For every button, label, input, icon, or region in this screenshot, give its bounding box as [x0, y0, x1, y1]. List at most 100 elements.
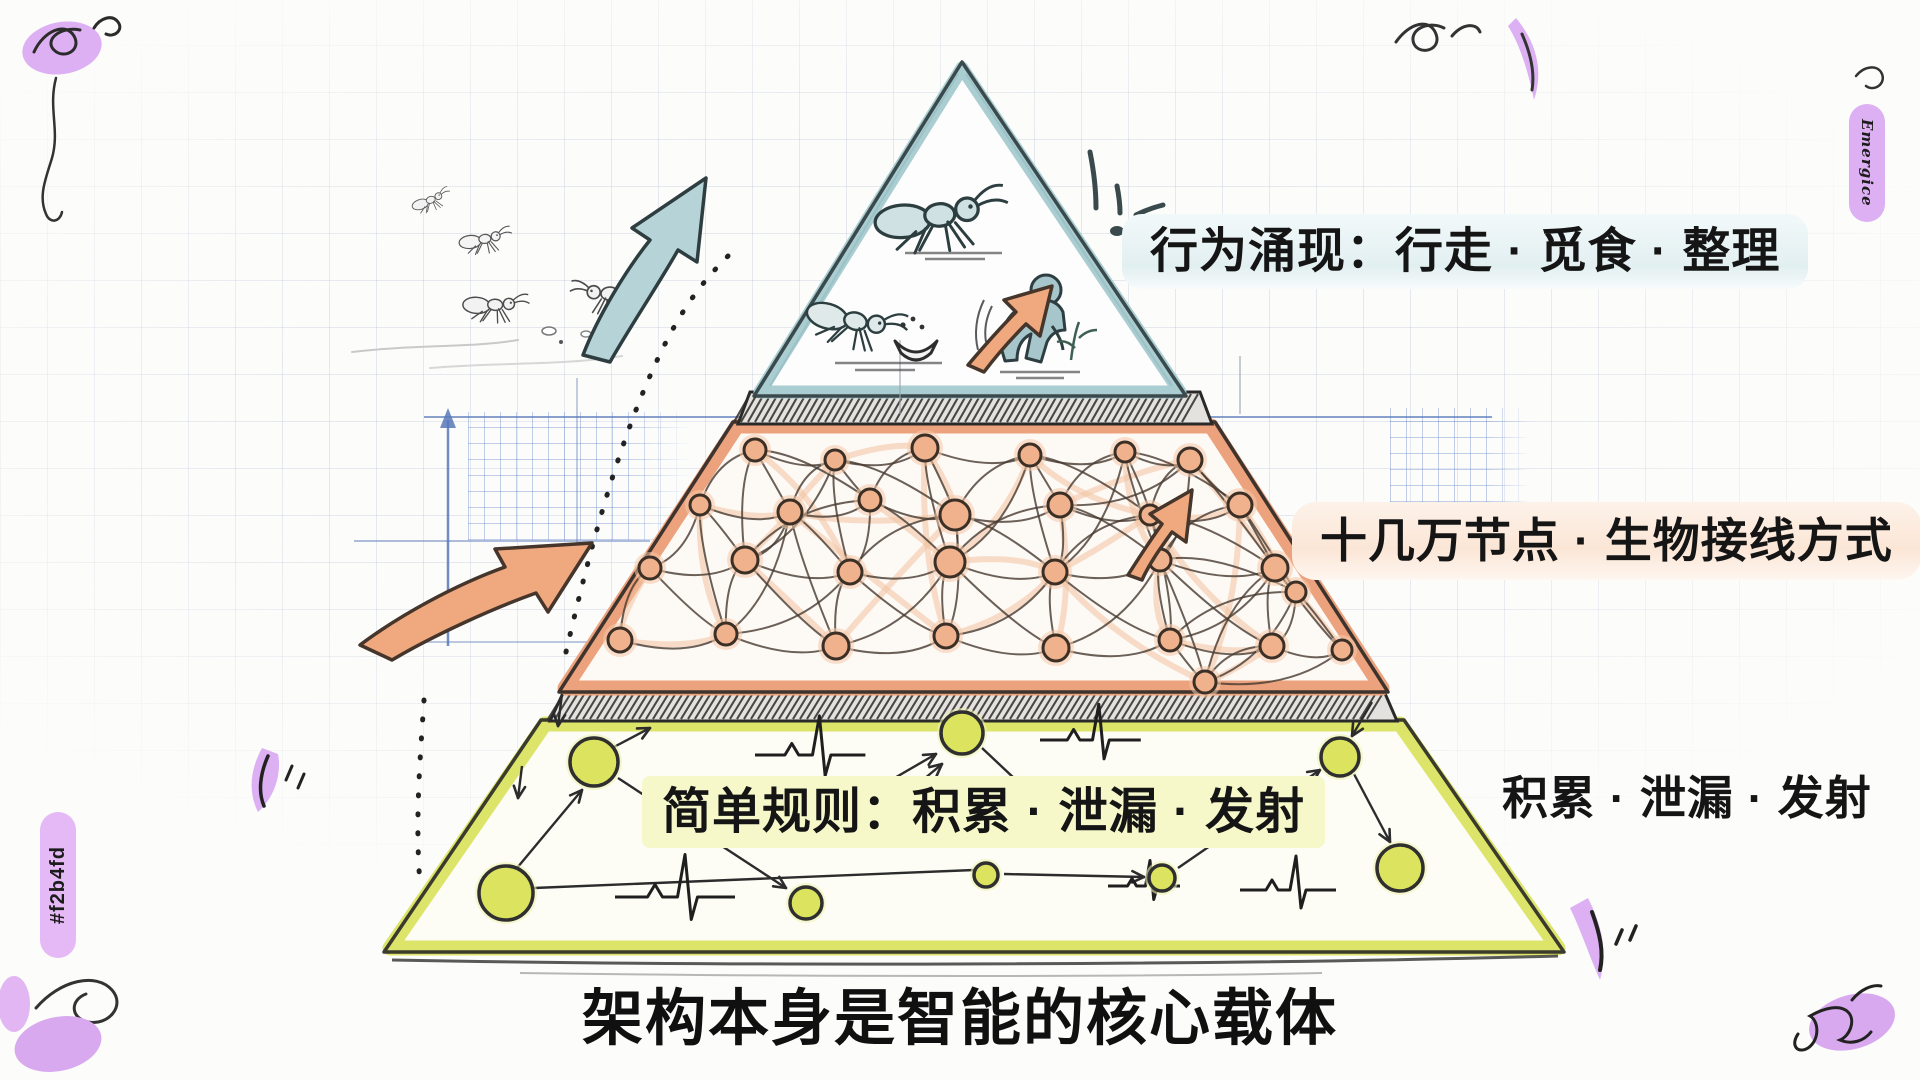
- network-node: [742, 437, 768, 463]
- scribble-bottom-left: [34, 978, 119, 1024]
- hatch-line: [764, 692, 782, 720]
- hatch-line: [806, 692, 824, 720]
- hatch-line: [1121, 692, 1139, 720]
- orange-arrow-upper-right-icon: [966, 284, 1054, 374]
- hatch-line: [834, 692, 852, 720]
- hatch-line: [722, 692, 740, 720]
- hatch-line: [838, 393, 856, 423]
- hatch-line: [733, 393, 751, 423]
- hatch-line: [610, 692, 628, 720]
- hatch-line: [1303, 692, 1321, 720]
- hatch-line: [929, 393, 947, 423]
- ant-icon: [805, 301, 909, 352]
- hatch-line: [1090, 393, 1108, 423]
- hatch-line: [1100, 692, 1118, 720]
- hatch-line: [859, 393, 877, 423]
- neuron-icon: [939, 710, 985, 756]
- page-title: 架构本身是智能的核心载体: [581, 984, 1339, 1052]
- ant-thorax: [487, 298, 504, 312]
- neuron-arrowhead-icon: [1350, 721, 1355, 738]
- big-arrows: [358, 176, 1194, 662]
- network-node: [1046, 491, 1074, 519]
- hex-color-badge: #f2b4fd: [40, 812, 76, 958]
- plant-sprig-icon: [1056, 321, 1098, 361]
- scribble-top-right: [1394, 22, 1482, 52]
- hatch-line: [876, 692, 894, 720]
- hatch-line: [1317, 692, 1335, 720]
- hatch-line: [939, 692, 957, 720]
- hatch-line: [890, 692, 908, 720]
- hatch-line: [799, 692, 817, 720]
- hatch-line: [1226, 692, 1244, 720]
- hatch-line: [845, 393, 863, 423]
- hatch-line: [1020, 393, 1038, 423]
- hatch-line: [1205, 692, 1223, 720]
- hatch-line: [1359, 692, 1377, 720]
- neuron-arrow: [533, 868, 975, 890]
- hatch-line: [971, 393, 989, 423]
- ant-trail-ground: [351, 326, 623, 369]
- orange-arrow-left-icon: [358, 541, 594, 662]
- hatch-line: [568, 692, 586, 720]
- hatch-line: [1048, 393, 1066, 423]
- ant-head: [954, 196, 980, 223]
- hatch-line: [831, 393, 849, 423]
- hatch-line: [1058, 692, 1076, 720]
- hatch-line: [1142, 692, 1160, 720]
- hatch-line: [729, 692, 747, 720]
- scribble-top-left-2: [92, 16, 122, 37]
- hatch-line: [1051, 692, 1069, 720]
- squiggle-left-edge: [41, 76, 64, 222]
- ant-antennae: [512, 293, 530, 305]
- hatch-line: [1139, 393, 1157, 423]
- spike-waveform-icon: [1240, 854, 1336, 910]
- hatch-line: [1345, 692, 1363, 720]
- network-node: [1041, 558, 1069, 586]
- neuron-arrow: [511, 789, 583, 875]
- ant-legs: [420, 200, 444, 214]
- ant-icon: [873, 183, 1009, 255]
- hatch-line: [785, 692, 803, 720]
- hatch-line: [1174, 393, 1192, 423]
- hatch-line: [1128, 692, 1146, 720]
- hatch-line: [1233, 692, 1251, 720]
- neuron-arrow: [1352, 773, 1392, 843]
- hatch-line: [1338, 692, 1356, 720]
- network-node: [857, 487, 883, 513]
- network-node: [1017, 442, 1043, 468]
- hatch-line: [1163, 692, 1181, 720]
- ant-head: [866, 314, 887, 334]
- hatch-line: [1331, 692, 1349, 720]
- hatch-line: [1006, 393, 1024, 423]
- hatch-line: [894, 393, 912, 423]
- hatch-line: [1034, 393, 1052, 423]
- ant-icon: [411, 186, 451, 214]
- neuron-diagram: [475, 693, 1427, 924]
- hatch-line: [824, 393, 842, 423]
- ant-antennae: [972, 183, 1009, 208]
- purple-crescent-top-right: [1508, 18, 1539, 100]
- hatch-line: [736, 692, 754, 720]
- hatch-line: [1125, 393, 1143, 423]
- hatch-line: [603, 692, 621, 720]
- hatch-line: [1069, 393, 1087, 423]
- emergence-badge: Emergice: [1849, 104, 1885, 222]
- hatch-line: [908, 393, 926, 423]
- ant-thorax: [425, 195, 436, 204]
- hatch-line: [1212, 692, 1230, 720]
- network-node: [823, 448, 847, 472]
- neuron-arrowhead-icon: [577, 788, 584, 804]
- hatch-line: [673, 692, 691, 720]
- neural-network-icon: [603, 430, 1357, 698]
- ant-legs: [814, 325, 873, 352]
- neuron-icon: [788, 885, 824, 921]
- top-layer-shape: [753, 61, 1187, 399]
- hatch-line: [708, 692, 726, 720]
- dotted-line-bottom-left: [415, 697, 427, 887]
- network-node: [1260, 553, 1290, 583]
- hatch-line: [1366, 692, 1384, 720]
- pyramid-top-layer: [752, 60, 1188, 399]
- ticks-mid-left: [284, 764, 306, 790]
- neuron-arrowhead-icon: [1305, 768, 1322, 774]
- network-node: [910, 433, 940, 463]
